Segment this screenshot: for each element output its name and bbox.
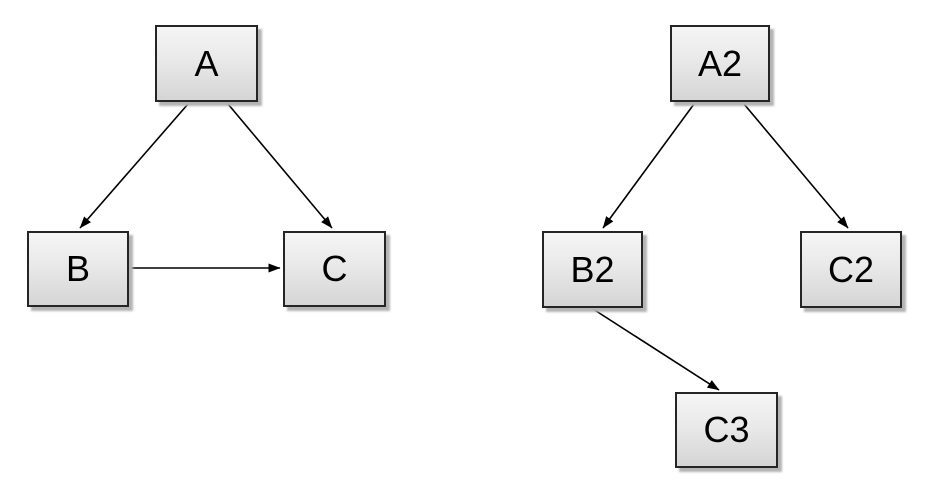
node-B2[interactable]: B2 [542, 231, 643, 308]
node-C3[interactable]: C3 [675, 392, 778, 468]
node-C[interactable]: C [283, 231, 386, 307]
node-label: C [321, 248, 348, 289]
node-label: A2 [697, 42, 743, 84]
node-label: C3 [703, 409, 750, 450]
edge-A-C [227, 103, 333, 229]
node-label: B2 [570, 248, 615, 290]
node-label: B [65, 248, 90, 289]
edge-A2-C2 [743, 103, 849, 229]
edge-B2-C3 [592, 308, 720, 391]
node-label: A [194, 42, 219, 84]
node-B[interactable]: B [27, 231, 129, 307]
edge-A-B [79, 103, 189, 229]
edge-A2-B2 [602, 103, 695, 229]
node-A2[interactable]: A2 [670, 25, 770, 102]
node-C2[interactable]: C2 [800, 231, 902, 308]
node-label: C2 [827, 248, 875, 290]
node-A[interactable]: A [155, 25, 258, 102]
